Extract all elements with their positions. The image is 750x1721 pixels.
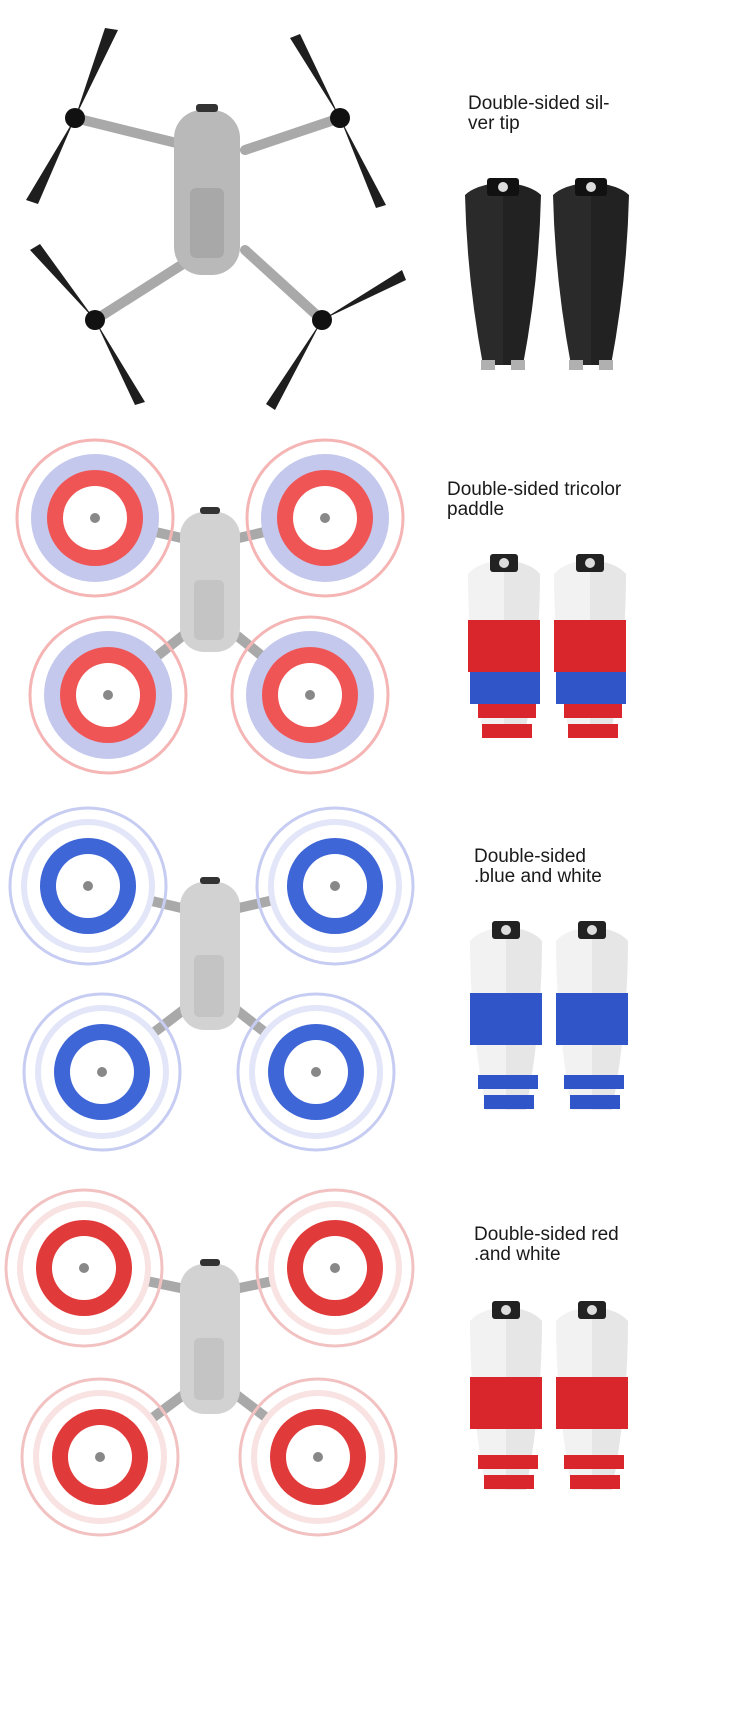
product-caption-red-white: Double-sided red .and white <box>474 1224 619 1265</box>
propeller-pair-tricolor-image <box>468 554 626 738</box>
propeller-pair-red-white-image <box>470 1301 628 1490</box>
drone-blue-white-image <box>8 806 415 1152</box>
product-caption-silver-tip: Double-sided sil- ver tip <box>468 93 610 134</box>
product-caption-blue-white: Double-sided .blue and white <box>474 846 602 887</box>
drone-red-white-image <box>4 1188 415 1537</box>
product-panel-blue-white: Double-sided .blue and white <box>0 800 750 1180</box>
drone-silver-tip-image <box>26 28 406 410</box>
drone-tricolor-image <box>15 438 405 775</box>
product-panel-tricolor: Double-sided tricolor paddle <box>0 430 750 800</box>
product-panel-red-white: Double-sided red .and white <box>0 1180 750 1721</box>
propeller-pair-blue-white-image <box>470 921 628 1110</box>
product-caption-tricolor: Double-sided tricolor paddle <box>447 479 622 520</box>
propeller-pair-silver-tip-image <box>465 178 629 370</box>
product-panel-silver-tip: Double-sided sil- ver tip <box>0 0 750 430</box>
